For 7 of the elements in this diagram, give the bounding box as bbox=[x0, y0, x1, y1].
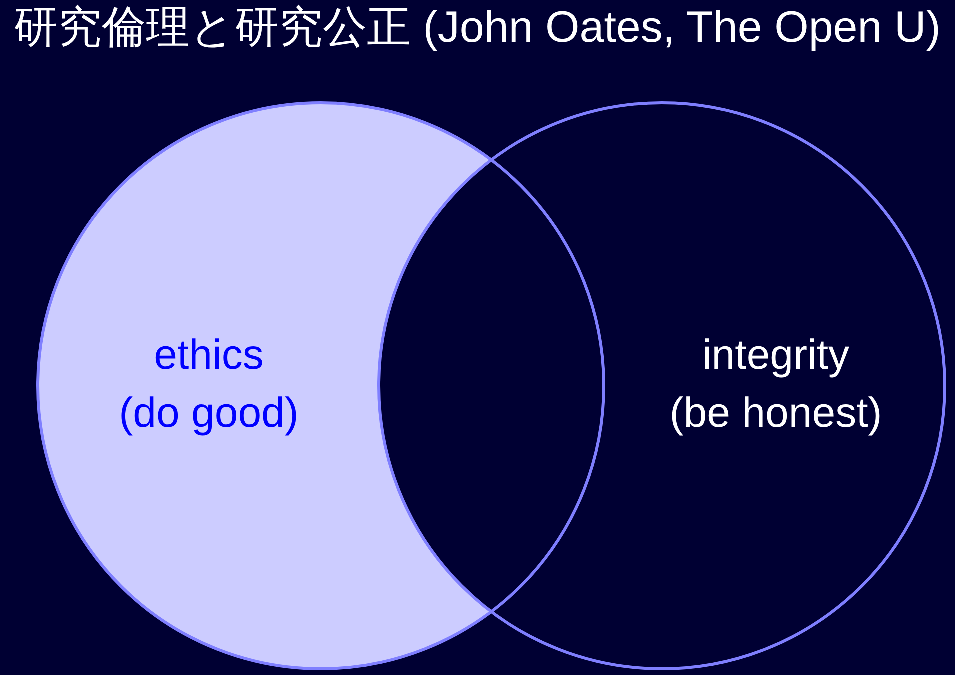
title: 研究倫理と研究公正 (John Oates, The Open U) bbox=[14, 4, 941, 52]
set-description: (be honest) bbox=[670, 388, 882, 438]
set-name: integrity bbox=[702, 330, 850, 380]
set-name: ethics bbox=[154, 330, 264, 380]
venn-set bbox=[376, 100, 948, 672]
venn-set bbox=[35, 100, 607, 672]
set-description: (do good) bbox=[119, 388, 299, 438]
